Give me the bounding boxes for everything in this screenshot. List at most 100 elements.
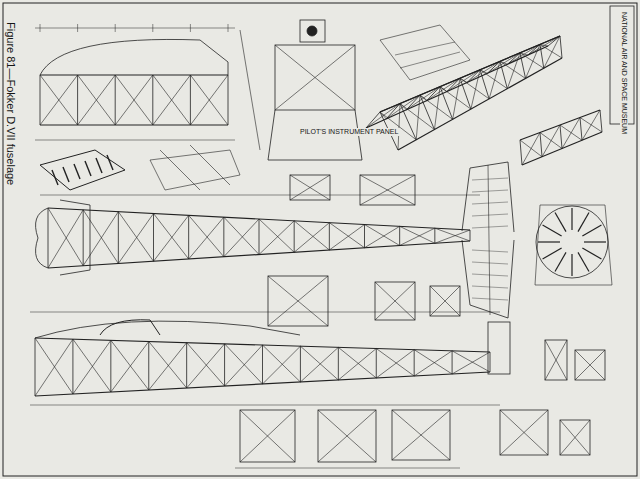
line — [149, 342, 187, 389]
line — [77, 75, 78, 125]
line — [406, 87, 440, 110]
line — [96, 158, 102, 173]
line — [225, 345, 263, 386]
line — [73, 339, 111, 392]
line — [73, 340, 111, 394]
line — [240, 410, 295, 462]
line — [470, 230, 471, 241]
line — [115, 75, 116, 125]
line — [290, 175, 330, 200]
line — [472, 214, 508, 216]
line — [538, 241, 560, 242]
line — [435, 230, 470, 243]
line — [399, 226, 400, 245]
line — [152, 75, 153, 125]
line — [40, 195, 480, 196]
line — [376, 349, 414, 377]
line — [380, 36, 560, 112]
line — [190, 145, 230, 185]
line — [154, 215, 189, 261]
line — [500, 410, 548, 455]
line — [263, 346, 301, 384]
line — [414, 350, 452, 374]
line — [522, 133, 540, 166]
line — [584, 241, 606, 242]
detail-box — [375, 282, 415, 320]
line — [487, 61, 500, 73]
line — [152, 24, 153, 32]
fin — [488, 322, 510, 374]
detail-box — [290, 175, 330, 200]
line — [472, 274, 508, 276]
line — [472, 286, 508, 288]
line — [35, 338, 73, 394]
line — [395, 42, 455, 55]
line — [392, 410, 450, 460]
line — [520, 53, 544, 68]
outline — [462, 240, 514, 318]
line — [72, 339, 73, 394]
line — [268, 276, 328, 326]
line — [528, 36, 560, 55]
line — [560, 125, 562, 149]
line — [329, 223, 364, 248]
line — [190, 75, 228, 125]
line — [35, 140, 235, 141]
line — [392, 410, 450, 460]
line — [427, 87, 440, 101]
line — [452, 352, 490, 374]
line — [400, 228, 435, 245]
line — [508, 44, 540, 64]
line — [366, 104, 400, 128]
panel-label: PILOT'S INSTRUMENT PANEL — [298, 128, 400, 136]
detail-box — [392, 410, 450, 460]
line — [240, 30, 260, 150]
detail-box — [560, 420, 590, 455]
outline — [60, 200, 90, 275]
line — [488, 165, 490, 315]
line — [467, 70, 480, 83]
line — [555, 252, 566, 271]
line — [548, 36, 560, 46]
line — [447, 70, 480, 92]
line — [48, 210, 83, 268]
sheet-border — [3, 3, 637, 476]
line — [376, 349, 377, 379]
line — [406, 95, 420, 110]
line — [555, 213, 566, 232]
line — [528, 44, 540, 55]
line — [578, 252, 589, 271]
line — [329, 225, 364, 251]
line — [228, 75, 229, 125]
line — [188, 215, 189, 259]
detail-box — [545, 340, 567, 380]
line — [63, 167, 69, 182]
line — [259, 219, 260, 255]
line — [300, 346, 338, 380]
line — [224, 217, 259, 254]
fitting — [307, 26, 317, 36]
line — [40, 74, 228, 75]
line — [452, 351, 490, 372]
line — [190, 75, 191, 125]
line — [107, 155, 113, 170]
line — [400, 52, 460, 68]
line — [472, 262, 508, 264]
line — [78, 75, 116, 125]
line — [545, 340, 567, 380]
line — [153, 75, 191, 125]
line — [262, 345, 263, 384]
line — [414, 351, 452, 376]
detail-box — [300, 20, 325, 42]
line — [435, 228, 470, 241]
line — [542, 125, 560, 157]
line — [472, 298, 508, 300]
line — [40, 124, 228, 125]
line — [290, 175, 330, 200]
outline — [35, 321, 300, 338]
line — [360, 175, 415, 205]
outline — [150, 150, 240, 190]
line — [240, 410, 295, 462]
linework — [3, 3, 637, 476]
outline — [40, 150, 125, 190]
